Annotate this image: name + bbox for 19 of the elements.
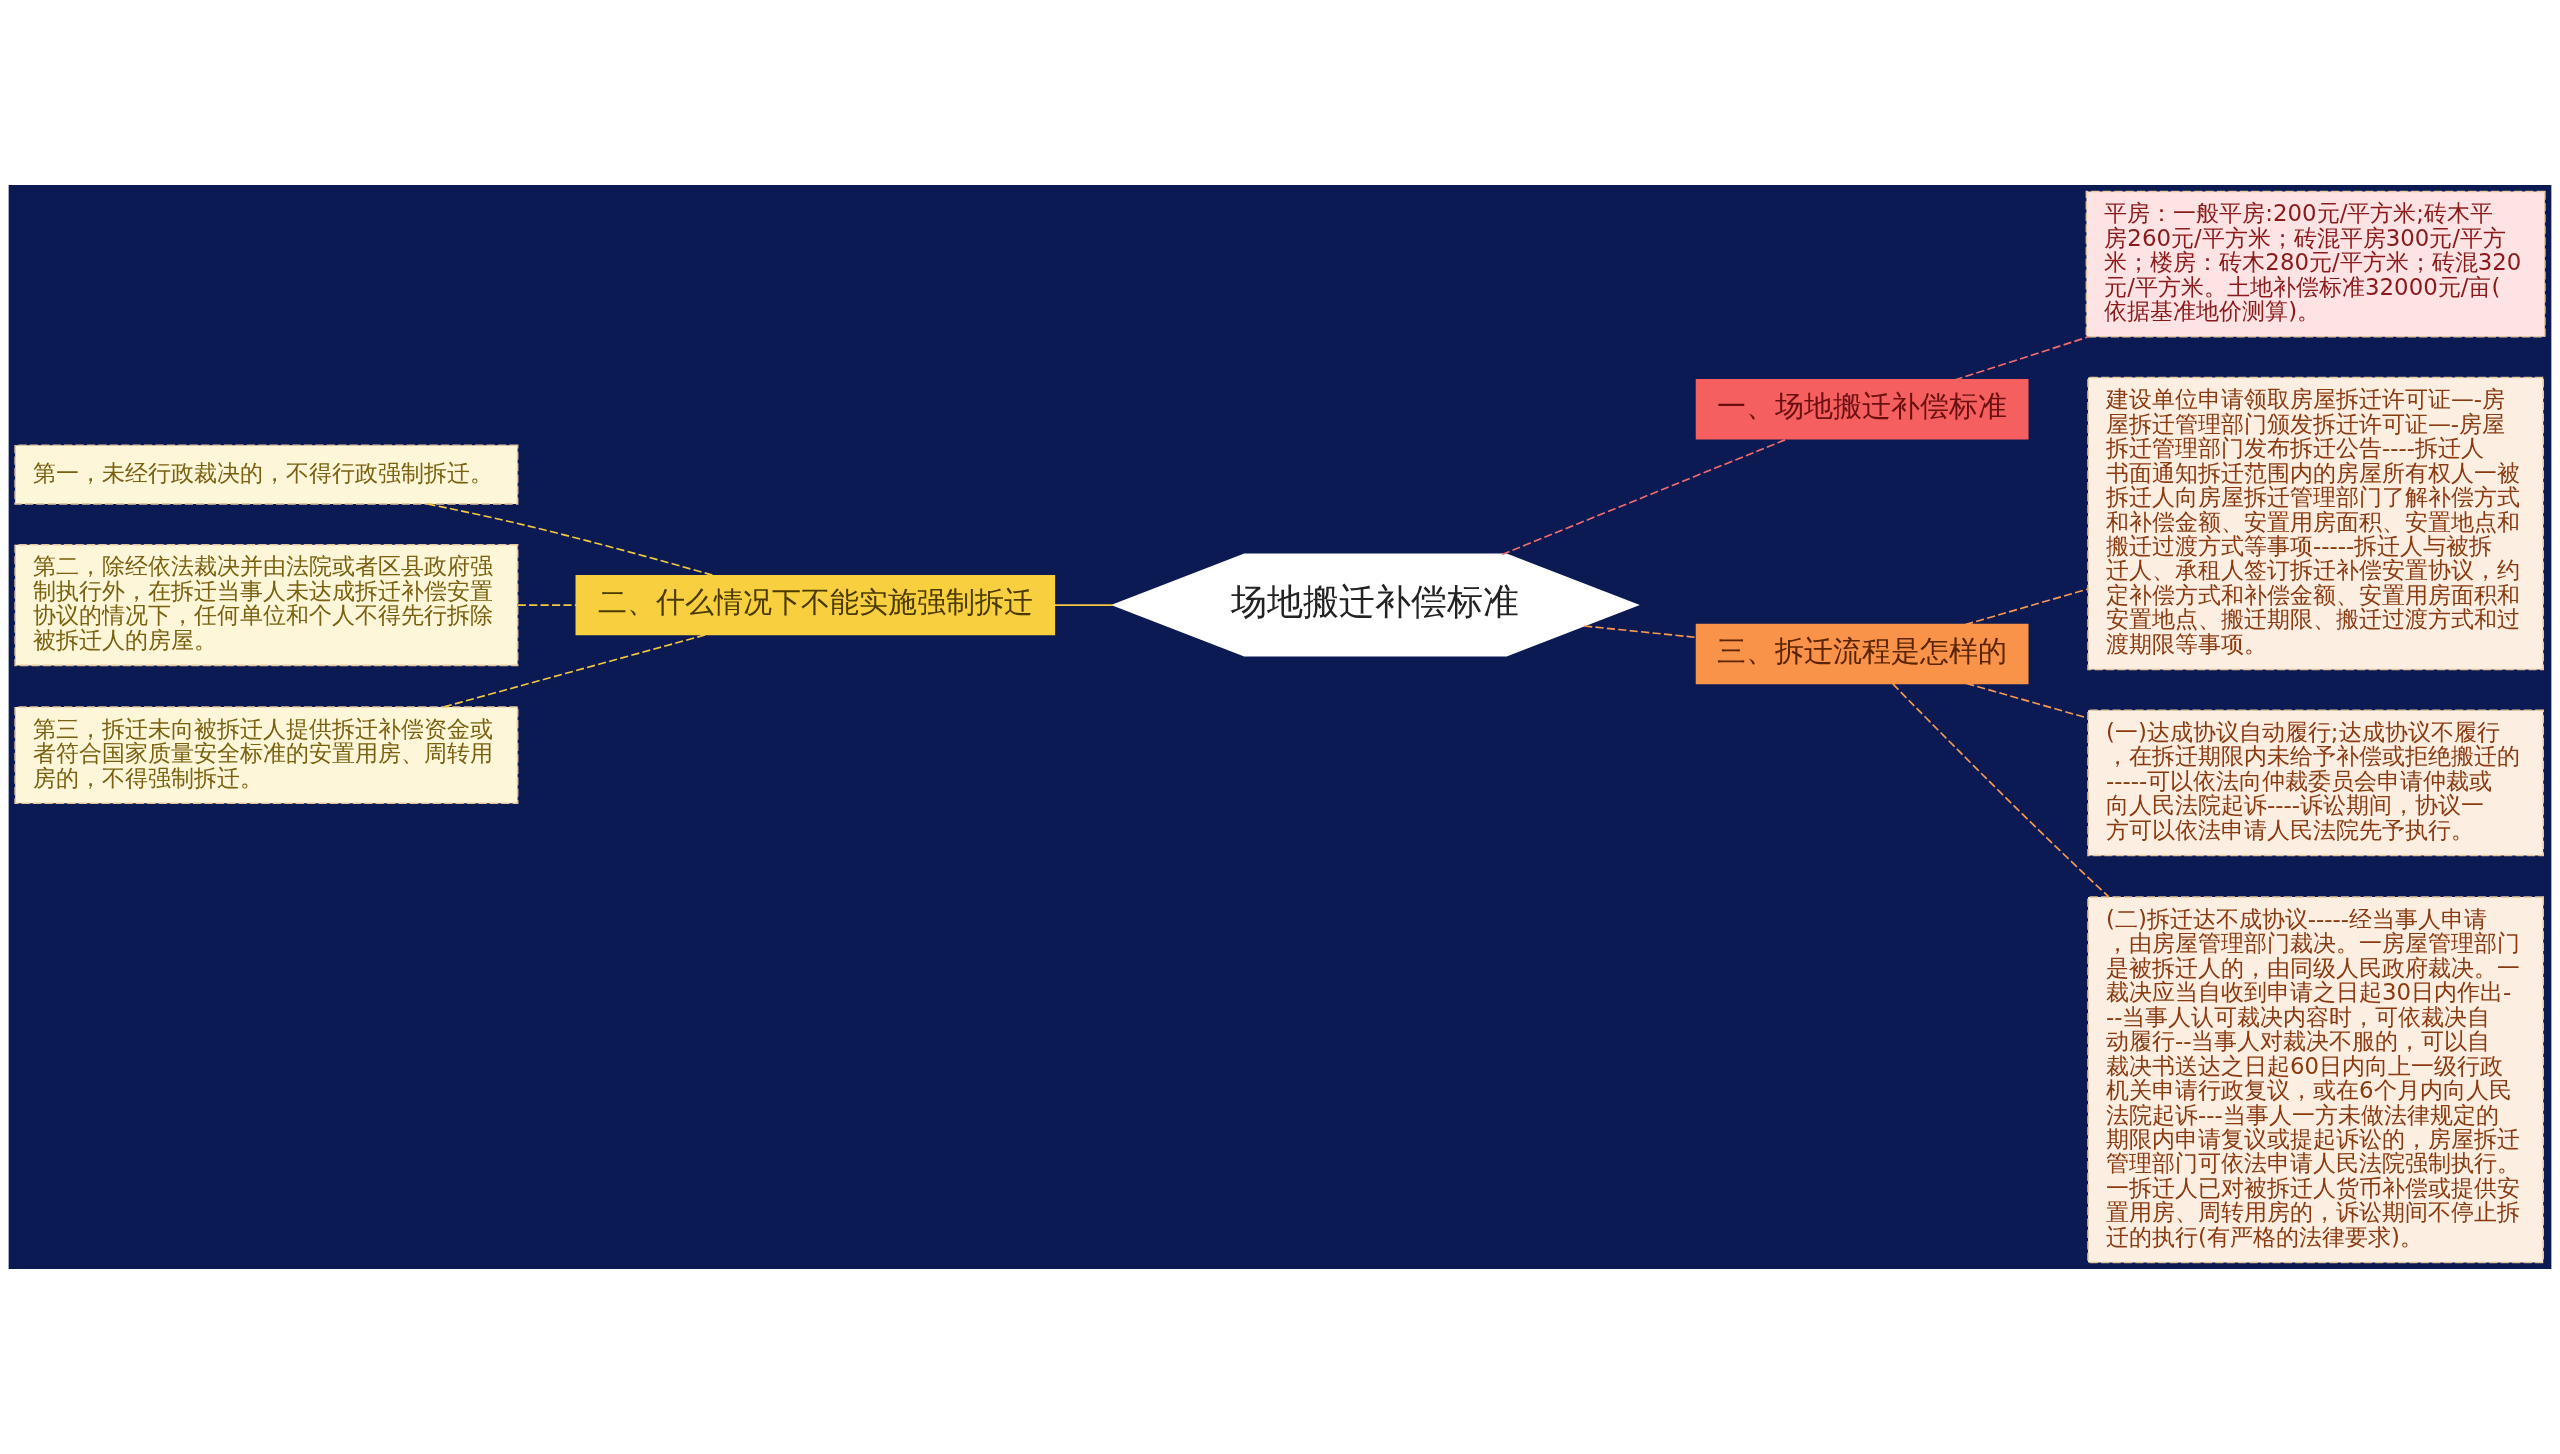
connector	[1964, 588, 2089, 626]
connector	[426, 503, 715, 577]
node-box: 第一，未经行政裁决的，不得行政强制拆迁。	[14, 444, 519, 505]
node-box: 一、场地搬迁补偿标准	[1695, 379, 2029, 440]
node-box: 第三，拆迁未向被拆迁人提供拆迁补偿资金或者符合国家质量安全标准的安置用房、周转用房的，不得强制拆迁。	[14, 706, 519, 805]
node-box: 二、什么情况下不能实施强制拆迁	[575, 574, 1056, 636]
connector	[1965, 682, 2089, 719]
node-box: (二)拆迁达不成协议-----经当事人申请，由房屋管理部门裁决。一房屋管理部门是被拆迁人的，由同级人民政府裁决。一裁决应当自收到申请之日起30日内作出---当事人认可裁决内容时，可依裁决自动履行--当事人对裁决不服的，可以自裁决书送达之日起60日内向上一级行政机关申请行政复议，或在6个月内向人民法院起诉---当事人一方未做法律规定的期限内申请复议或提起诉讼的，房屋拆迁管理部门可依法申请人民法院强制执行。一拆迁人已对被拆迁人货币补偿或提供安置用房、周转用房的，诉讼期间不停止拆迁的执行(有严格的法律要求)。	[2087, 896, 2544, 1264]
node-box: 平房：一般平房:200元/平方米;砖木平房260元/平方米；砖混平房300元/平方米；楼房：砖木280元/平方米；砖混320元/平方米。土地补偿标准32000元/亩(依据基准地价测算)。	[2085, 190, 2546, 338]
node-box: 三、拆迁流程是怎样的	[1695, 623, 2029, 685]
node-box: 建设单位申请领取房屋拆迁许可证—-房屋拆迁管理部门颁发拆迁许可证—-房屋拆迁管理部门发布拆迁公告----拆迁人书面通知拆迁范围内的房屋所有权人一被拆迁人向房屋拆迁管理部门了解补偿方式和补偿金额、安置用房面积、安置地点和搬迁过渡方式等事项-----拆迁人与被拆迁人、承租人签订拆迁补偿安置协议，约定补偿方式和补偿金额、安置用房面积和安置地点、搬迁期限、搬迁过渡方式和过渡期限等事项。	[2087, 376, 2544, 671]
connector	[1954, 336, 2090, 381]
connector	[1892, 683, 2110, 898]
node-box: 第二，除经依法裁决并由法院或者区县政府强制执行外，在拆迁当事人未达成拆迁补偿安置协议的情况下，任何单位和个人不得先行拆除被拆迁人的房屋。	[14, 543, 519, 667]
node-box: (一)达成协议自动履行;达成协议不履行，在拆迁期限内未给予补偿或拒绝搬迁的-----可以依法向仲裁委员会申请仲裁或向人民法院起诉----诉讼期间，协议一方可以依法申请人民法院先予执行。	[2087, 709, 2544, 857]
connector	[516, 604, 578, 606]
connector	[1583, 625, 1697, 639]
connector	[443, 633, 708, 708]
connector	[1053, 604, 1115, 606]
